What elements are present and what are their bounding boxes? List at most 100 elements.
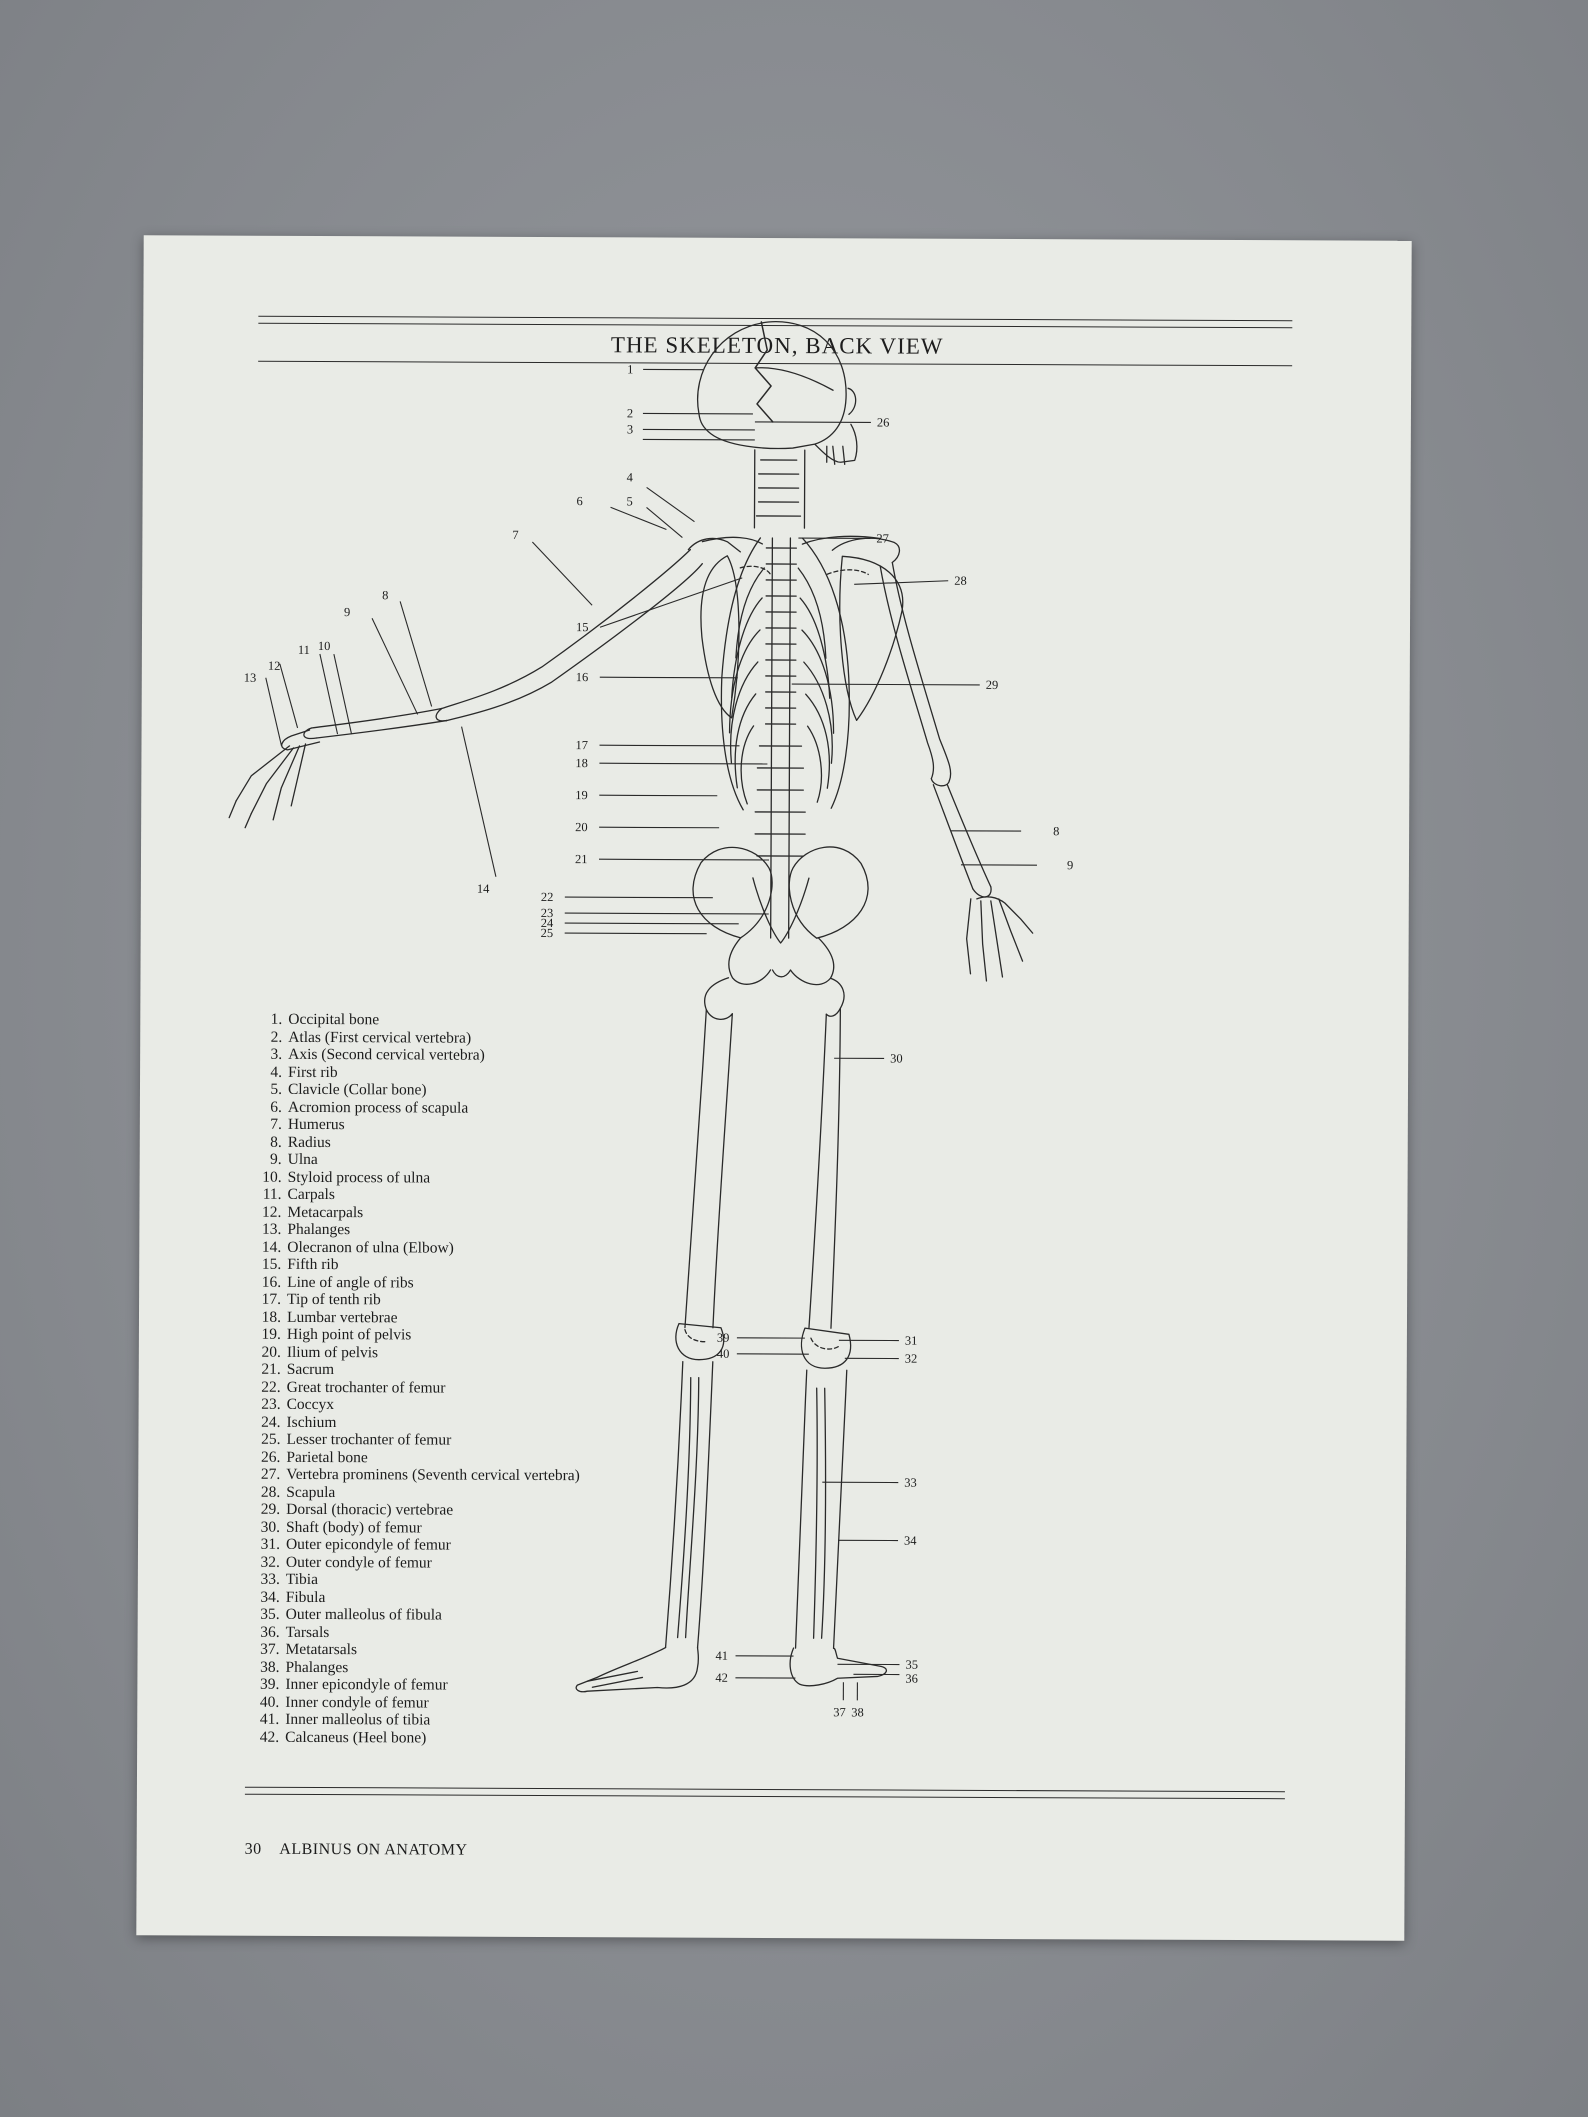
legend-item-label: Vertebra prominens (Seventh cervical ver…	[286, 1465, 580, 1485]
callout-36: 36	[905, 1672, 918, 1686]
legend-item: 40. Inner condyle of femur	[245, 1693, 579, 1712]
legend-item-label: Outer condyle of femur	[285, 1553, 432, 1572]
callout-32: 32	[905, 1352, 918, 1366]
legend-item-label: Outer epicondyle of femur	[285, 1535, 451, 1554]
legend-item-number: 30.	[260, 1518, 281, 1536]
legend-item-number: 27.	[260, 1465, 281, 1483]
legend-item-label: Ischium	[286, 1413, 337, 1431]
legend-item: 11.Carpals	[247, 1186, 581, 1205]
legend-item-number: 39.	[259, 1675, 280, 1693]
legend-item: 19. High point of pelvis	[247, 1326, 581, 1345]
legend-item-label: Lumbar vertebrae	[286, 1308, 398, 1326]
callout-38: 38	[851, 1705, 864, 1719]
pelvis-drawing	[692, 846, 869, 986]
callout-37: 37	[833, 1705, 846, 1719]
legend-item-number: 5.	[270, 1080, 283, 1098]
callout-26: 26	[877, 415, 890, 429]
skeleton-diagram: 1 2 3 4 5 6 7 8 9 10 11 12 13 14 15 16 1…	[228, 321, 1073, 1719]
callout-33: 33	[904, 1476, 917, 1490]
legend-item: 8. Radius	[248, 1133, 582, 1152]
legend-item-label: Inner condyle of femur	[285, 1693, 429, 1711]
legend-item-label: Outer malleolus of fibula	[285, 1605, 442, 1624]
legend-item: 7.Humerus	[248, 1116, 582, 1135]
callout-30: 30	[890, 1052, 903, 1066]
legend-item-number: 37.	[260, 1640, 280, 1658]
legend-item-label: Humerus	[287, 1115, 345, 1134]
legend-item-label: Olecranon of ulna (Elbow)	[287, 1238, 454, 1257]
callout-5: 5	[627, 494, 633, 508]
legend-item: 2. Atlas (First cervical vertebra)	[248, 1028, 582, 1047]
legend-item-number: 28.	[260, 1483, 281, 1501]
callout-31: 31	[905, 1334, 918, 1348]
callout-34: 34	[904, 1534, 917, 1548]
legend-item-label: Radius	[287, 1133, 331, 1151]
legend-item-label: Parietal bone	[286, 1448, 368, 1466]
legend-item-label: Coccyx	[286, 1395, 335, 1414]
legend-item: 33. Tibia	[246, 1571, 580, 1590]
callout-8: 8	[382, 588, 388, 602]
legend-item-label: Axis (Second cervical vertebra)	[288, 1045, 485, 1064]
legend-item-number: 35.	[260, 1605, 280, 1623]
legend-item: 32.Outer condyle of femur	[246, 1553, 580, 1572]
callout-24: 24	[541, 916, 554, 930]
legend-item-number: 18.	[261, 1308, 282, 1326]
callout-21: 21	[575, 852, 588, 866]
legend-item-number: 16.	[261, 1273, 282, 1291]
legend-item-label: Tip of tenth rib	[287, 1290, 381, 1309]
legend-item: 24. Ischium	[246, 1413, 580, 1432]
legend-item-label: Shaft (body) of femur	[286, 1518, 422, 1536]
legend-item-label: High point of pelvis	[286, 1325, 412, 1344]
legend-item-number: 8.	[270, 1133, 282, 1151]
callout-22: 22	[541, 890, 554, 904]
right-leg-drawing	[789, 977, 887, 1687]
legend-item-number: 19.	[261, 1325, 281, 1343]
legend-item: 13.Phalanges	[247, 1221, 581, 1240]
legend-item-label: Clavicle (Collar bone)	[287, 1080, 427, 1099]
legend-item: 9.Ulna	[248, 1151, 582, 1170]
legend-item: 34.Fibula	[246, 1588, 580, 1607]
legend-item-number: 42.	[259, 1728, 280, 1746]
callout-8-right: 8	[1053, 824, 1059, 838]
extended-arm-drawing	[228, 548, 703, 829]
legend-item: 16. Line of angle of ribs	[247, 1273, 581, 1292]
legend-item: 4.First rib	[248, 1063, 582, 1082]
legend-item-number: 10.	[262, 1168, 282, 1186]
legend-item-number: 3.	[270, 1045, 283, 1063]
callout-28: 28	[954, 574, 967, 588]
callout-27: 27	[876, 531, 889, 545]
legend-item-label: Acromion process of scapula	[287, 1098, 469, 1117]
legend-item: 3. Axis (Second cervical vertebra)	[248, 1046, 582, 1065]
legend-item: 21.Sacrum	[247, 1361, 581, 1380]
legend-item-label: Lesser trochanter of femur	[286, 1430, 452, 1449]
callout-40: 40	[717, 1347, 730, 1361]
legend-item: 15.Fifth rib	[247, 1256, 581, 1275]
legend-item: 39.Inner epicondyle of femur	[245, 1676, 579, 1695]
legend-item-number: 17.	[261, 1290, 282, 1308]
callout-23: 23	[541, 906, 554, 920]
callout-4: 4	[627, 470, 634, 484]
legend-item-label: Phalanges	[285, 1658, 349, 1676]
legend-item-label: Ilium of pelvis	[286, 1343, 379, 1361]
legend-item-label: Tibia	[285, 1570, 319, 1589]
legend-item-label: Line of angle of ribs	[287, 1273, 414, 1291]
legend-item-number: 40.	[259, 1693, 280, 1711]
legend-item-number: 11.	[262, 1185, 282, 1203]
legend-item-number: 24.	[261, 1413, 281, 1431]
cervical-spine-drawing	[753, 449, 806, 529]
callout-39: 39	[717, 1331, 730, 1345]
legend-item-label: Calcaneus (Heel bone)	[285, 1728, 427, 1746]
legend-item-label: Atlas (First cervical vertebra)	[288, 1028, 472, 1047]
legend-item-number: 2.	[270, 1028, 283, 1046]
legend-item-label: Metatarsals	[285, 1640, 358, 1659]
callout-1: 1	[627, 362, 633, 376]
callout-16: 16	[576, 670, 589, 684]
legend-item: 30. Shaft (body) of femur	[246, 1518, 580, 1537]
legend-item: 42. Calcaneus (Heel bone)	[245, 1728, 579, 1747]
legend-item-number: 6.	[270, 1098, 282, 1116]
legend-item: 26.Parietal bone	[246, 1448, 580, 1467]
legend-item-label: Occipital bone	[288, 1010, 380, 1029]
legend-item-number: 33.	[260, 1570, 280, 1588]
legend-item-number: 38.	[260, 1658, 280, 1676]
legend-item-number: 41.	[259, 1710, 280, 1728]
